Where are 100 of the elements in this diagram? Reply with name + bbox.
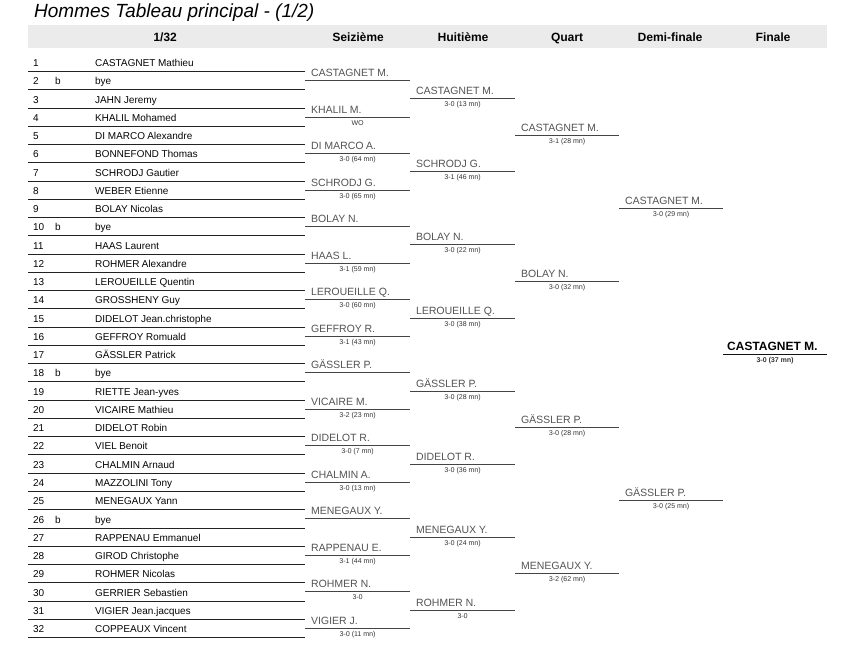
winner-name: MENEGAUX Y.: [416, 524, 488, 536]
winner-name: RAPPENAU E.: [311, 542, 382, 554]
player-name: RIETTE Jean-yves: [95, 388, 179, 398]
seed-number: 1: [33, 59, 39, 69]
player-name: CASTAGNET Mathieu: [95, 59, 194, 69]
seed-number: 12: [33, 260, 44, 270]
seed-number: 24: [33, 478, 44, 489]
seed-number: 7: [33, 168, 39, 179]
winner-name: DI MARCO A.: [311, 141, 376, 152]
player-name: GÄSSLER Patrick: [95, 351, 176, 362]
bye-marker: b: [55, 223, 61, 234]
winner-name: BOLAY N.: [416, 232, 464, 243]
winner-name: CHALMIN A.: [311, 470, 371, 480]
seed-number: 5: [33, 132, 39, 142]
player-name: DIDELOT Jean.christophe: [95, 314, 212, 325]
seed-number: 32: [33, 625, 44, 636]
seed-number: 18: [33, 369, 44, 380]
seed-number: 10: [33, 223, 44, 234]
player-name: ROHMER Alexandre: [95, 260, 187, 270]
winner-name: BOLAY N.: [521, 268, 568, 280]
seed-number: 17: [33, 351, 44, 362]
seed-number: 9: [33, 205, 39, 216]
seed-number: 22: [33, 442, 44, 452]
player-name: bye: [95, 516, 112, 526]
seed-number: 25: [33, 497, 44, 508]
player-name: CHALMIN Arnaud: [95, 460, 174, 471]
winner-name: CASTAGNET M.: [416, 86, 494, 97]
winner-name: BOLAY N.: [311, 214, 358, 225]
player-name: BONNEFOND Thomas: [95, 150, 198, 160]
seed-number: 11: [33, 242, 44, 252]
seed-number: 27: [33, 534, 44, 544]
seed-number: 29: [33, 570, 44, 580]
seed-number: 13: [33, 278, 44, 288]
champion-name: CASTAGNET M.: [727, 340, 818, 352]
player-name: VIEL Benoit: [95, 442, 148, 452]
bye-marker: b: [55, 77, 61, 88]
winner-name: CASTAGNET M.: [521, 122, 599, 134]
winner-name: GÄSSLER P.: [521, 415, 582, 426]
bye-marker: b: [55, 369, 61, 380]
seed-number: 23: [33, 460, 44, 471]
seed-number: 31: [33, 606, 44, 617]
winner-name: ROHMER N.: [416, 598, 476, 608]
player-name: GERRIER Sebastien: [95, 588, 188, 599]
seed-number: 26: [33, 516, 44, 526]
winner-name: GÄSSLER P.: [311, 360, 372, 371]
player-name: GEFFROY Romuald: [95, 332, 186, 343]
seed-number: 2: [33, 77, 39, 88]
winner-name: GÄSSLER P.: [416, 378, 478, 390]
winner-name: CASTAGNET M.: [625, 196, 703, 206]
winner-name: MENEGAUX Y.: [311, 506, 382, 517]
seed-number: 14: [33, 296, 44, 306]
seed-number: 16: [33, 332, 44, 343]
player-name: GIROD Christophe: [95, 552, 179, 562]
player-name: HAAS Laurent: [95, 242, 159, 252]
player-name: VICAIRE Mathieu: [95, 406, 174, 416]
player-name: RAPPENAU Emmanuel: [95, 534, 201, 544]
page-title: Hommes Tableau principal - (1/2): [34, 2, 314, 21]
winner-name: HAAS L.: [311, 250, 352, 262]
winner-name: CASTAGNET M.: [311, 68, 389, 79]
winner-name: MENEGAUX Y.: [521, 561, 592, 572]
seed-number: 6: [33, 150, 39, 160]
seed-number: 15: [33, 314, 44, 325]
player-name: JAHN Jeremy: [95, 96, 157, 106]
winner-name: LEROUEILLE Q.: [416, 306, 495, 316]
winner-name: VIGIER J.: [311, 616, 358, 626]
winner-name: GÄSSLER P.: [625, 488, 686, 499]
player-name: GROSSHENY Guy: [95, 296, 180, 306]
seed-number: 3: [33, 96, 39, 106]
winner-name: DIDELOT R.: [416, 452, 475, 462]
player-name: WEBER Etienne: [95, 186, 168, 197]
winner-name: SCHRODJ G.: [416, 159, 481, 170]
player-name: VIGIER Jean.jacques: [95, 606, 191, 617]
player-name: SCHRODJ Gautier: [95, 168, 179, 179]
winner-name: LEROUEILLE Q.: [311, 287, 390, 298]
player-name: BOLAY Nicolas: [95, 205, 163, 216]
player-name: bye: [95, 369, 112, 380]
winner-name: SCHRODJ G.: [311, 178, 376, 188]
seed-number: 19: [33, 388, 44, 398]
bye-marker: b: [55, 516, 61, 526]
player-name: bye: [95, 223, 112, 234]
winner-name: GEFFROY R.: [311, 324, 375, 334]
seed-number: 28: [33, 552, 44, 562]
winner-name: ROHMER N.: [311, 579, 372, 590]
seed-number: 21: [33, 424, 44, 434]
player-name: MAZZOLINI Tony: [95, 478, 172, 489]
player-name: LEROUEILLE Quentin: [95, 278, 194, 288]
seed-number: 8: [33, 186, 39, 197]
player-name: ROHMER Nicolas: [95, 570, 176, 580]
winner-name: KHALIL M.: [311, 104, 362, 116]
winner-name: VICAIRE M.: [311, 396, 368, 408]
player-name: DI MARCO Alexandre: [95, 132, 192, 142]
player-name: MENEGAUX Yann: [95, 497, 178, 508]
seed-number: 30: [33, 588, 44, 599]
seed-number: 20: [33, 406, 44, 416]
winner-name: DIDELOT R.: [311, 433, 370, 444]
column-header: 1/32: [152, 31, 178, 43]
player-name: DIDELOT Robin: [95, 424, 168, 434]
player-name: COPPEAUX Vincent: [95, 625, 187, 636]
player-name: KHALIL Mohamed: [95, 114, 176, 124]
seed-number: 4: [33, 114, 39, 124]
